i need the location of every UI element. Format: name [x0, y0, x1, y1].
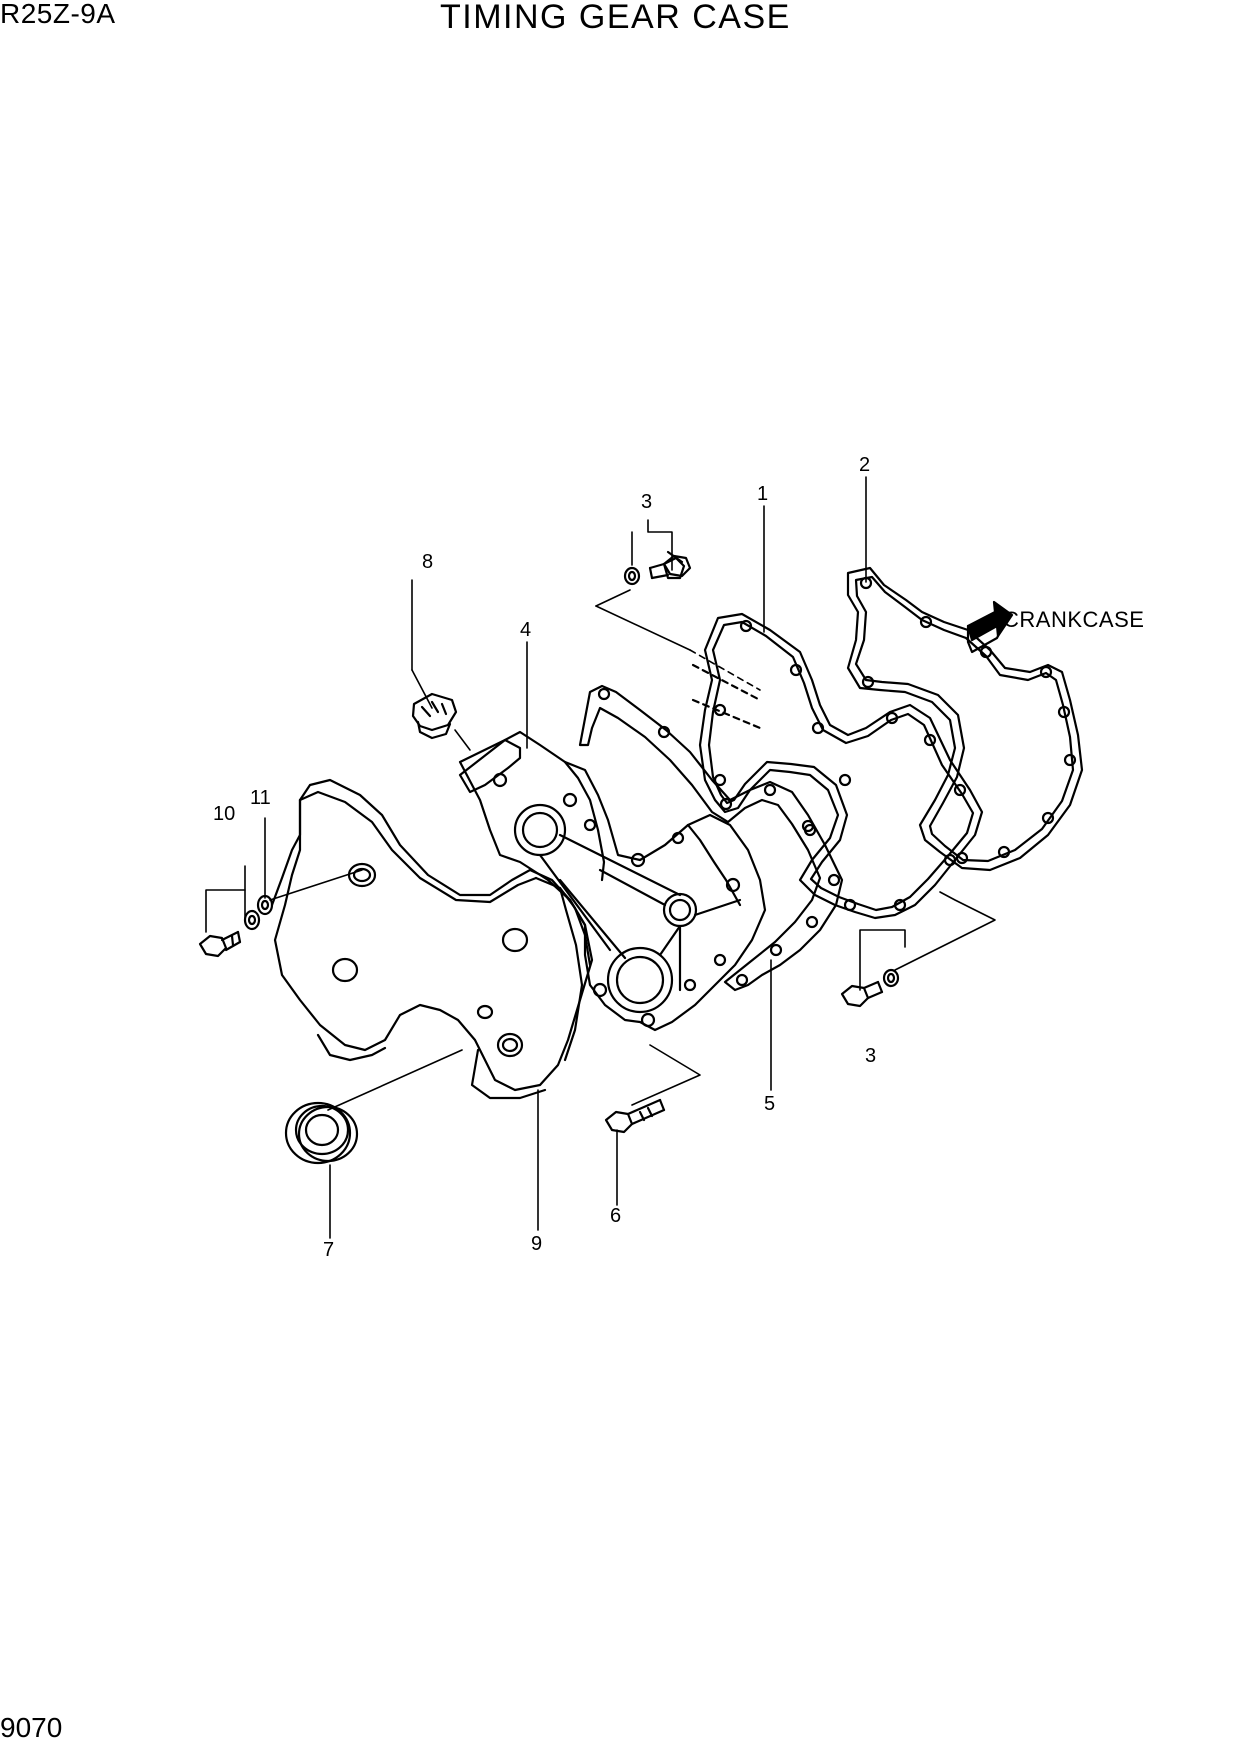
page-number: 9070: [0, 1712, 63, 1743]
part-3-bolt-washer-upper: [623, 550, 692, 586]
callout-9: 9: [531, 1233, 542, 1255]
part-11-washer: [243, 894, 274, 931]
crankcase-annotation: CRANKCASE: [1003, 607, 1144, 632]
page-title: TIMING GEAR CASE: [440, 0, 791, 36]
leader-3-upper: [647, 519, 673, 571]
callout-5: 5: [764, 1093, 775, 1115]
callout-6: 6: [610, 1205, 621, 1227]
callout-7: 7: [323, 1239, 334, 1261]
part-6-bolt: [604, 1098, 666, 1134]
callout-4: 4: [520, 619, 531, 641]
leader-3-lower: [859, 929, 906, 991]
model-code: R25Z-9A: [0, 0, 116, 29]
crankcase-arrow-icon: [966, 600, 1014, 654]
part-10-bolt: [198, 930, 242, 958]
part-4-timing-gear-case: [458, 730, 767, 1032]
callout-2: 2: [859, 454, 870, 476]
callout-8: 8: [422, 551, 433, 573]
leader-8: [411, 669, 433, 709]
part-2-gasket-outer: [846, 566, 1084, 872]
part-3-bolt-washer-lower: [840, 968, 900, 1008]
part-9-front-cover: [270, 778, 594, 1100]
callout-10: 10: [213, 803, 235, 825]
callout-3-upper: 3: [641, 491, 652, 513]
part-7-oil-seal: [284, 1101, 359, 1165]
part-5-gasket: [578, 684, 844, 992]
part-8-plug: [411, 692, 458, 740]
leader-10: [205, 865, 246, 933]
callout-11: 11: [250, 787, 271, 809]
callout-1: 1: [757, 483, 768, 505]
part-1-plate: [691, 612, 984, 920]
callout-3-lower: 3: [865, 1045, 876, 1067]
